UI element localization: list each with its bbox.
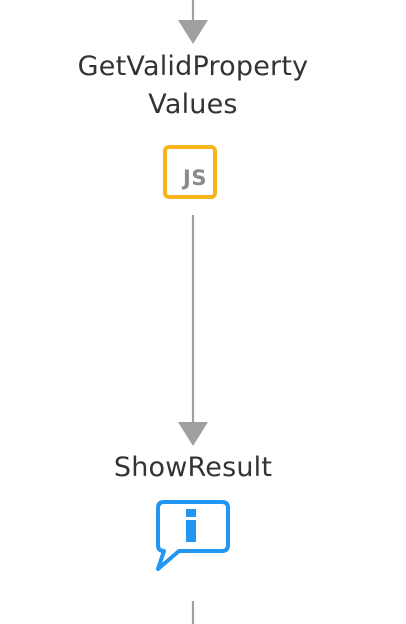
- info-message-icon[interactable]: [154, 500, 232, 572]
- node-label-getvalidpropertyvalues: GetValidProperty Values: [0, 48, 386, 124]
- node-label-line-2: Values: [148, 89, 238, 120]
- info-dot: [186, 509, 196, 517]
- node-label-line-1: GetValidProperty: [77, 51, 309, 82]
- js-icon[interactable]: JS: [163, 145, 217, 199]
- js-icon-text: JS: [183, 166, 207, 190]
- info-bar: [186, 520, 196, 542]
- arrow-head-top: [178, 20, 208, 44]
- arrow-head-middle: [178, 422, 208, 446]
- node-label-showresult: ShowResult: [113, 452, 273, 483]
